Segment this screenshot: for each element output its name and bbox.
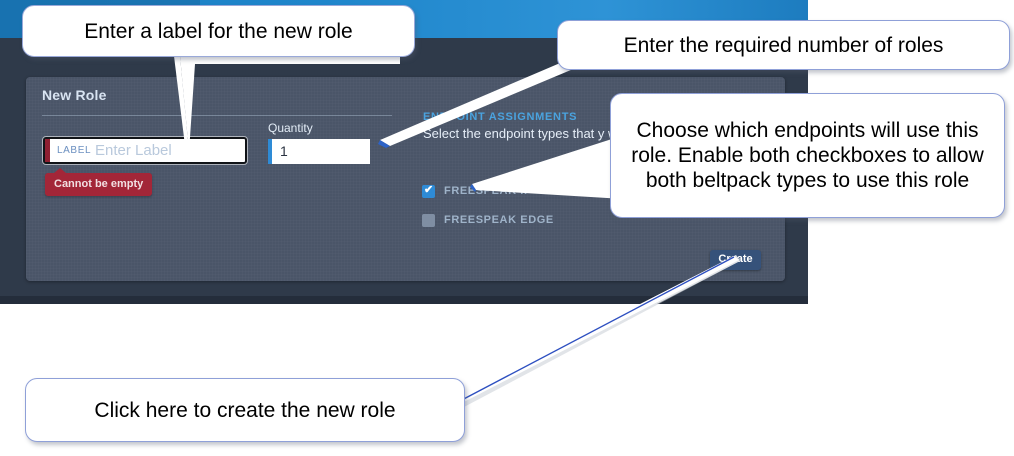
callout-click-create-text: Click here to create the new role bbox=[94, 398, 396, 422]
checkbox-label-freespeak-edge: FREESPEAK EDGE bbox=[444, 214, 554, 226]
checkbox-freespeak-ii[interactable]: ✔ bbox=[422, 184, 435, 198]
label-input-tag: LABEL bbox=[57, 145, 92, 156]
callout-pointer-endpoints bbox=[470, 130, 640, 200]
callout-pointer-label bbox=[174, 50, 400, 154]
callout-choose-endpoints: Choose which endpoints will use this rol… bbox=[610, 93, 1005, 218]
check-icon: ✔ bbox=[424, 184, 434, 196]
label-input-placeholder: Enter Label bbox=[95, 142, 172, 159]
callout-enter-label: Enter a label for the new role bbox=[22, 5, 415, 57]
callout-click-create: Click here to create the new role bbox=[25, 378, 465, 442]
checkbox-freespeak-edge[interactable] bbox=[422, 214, 435, 227]
callout-enter-quantity: Enter the required number of roles bbox=[557, 20, 1010, 70]
callout-pointer-quantity bbox=[378, 46, 628, 148]
callout-enter-quantity-text: Enter the required number of roles bbox=[623, 33, 944, 57]
page-title: New Role bbox=[42, 87, 107, 103]
quantity-input-value: 1 bbox=[280, 143, 288, 159]
label-input-error-accent bbox=[45, 139, 50, 162]
callout-enter-label-text: Enter a label for the new role bbox=[84, 19, 353, 43]
quantity-input[interactable]: 1 bbox=[268, 139, 370, 164]
callout-choose-endpoints-text: Choose which endpoints will use this rol… bbox=[631, 119, 984, 192]
label-input[interactable]: LABEL Enter Label bbox=[43, 137, 247, 164]
quantity-input-accent bbox=[268, 139, 272, 164]
quantity-label: Quantity bbox=[268, 121, 313, 135]
callout-pointer-create bbox=[455, 255, 740, 407]
window-bottom-strip bbox=[0, 296, 808, 304]
label-error-message: Cannot be empty bbox=[45, 168, 153, 196]
card-divider bbox=[42, 115, 392, 116]
endpoint-assignments-description: Select the endpoint types that y with. bbox=[423, 126, 635, 141]
